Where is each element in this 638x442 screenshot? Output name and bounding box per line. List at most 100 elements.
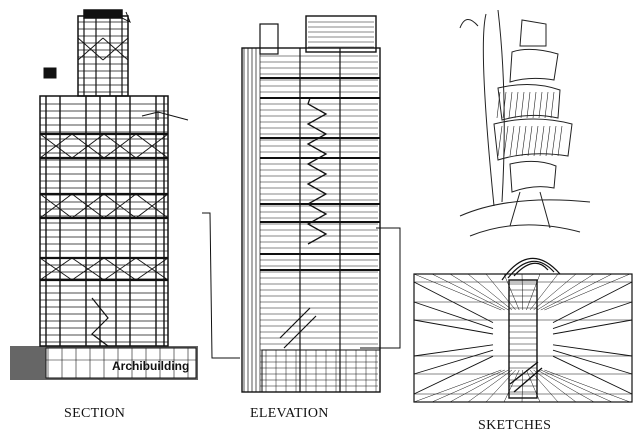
- floor-slab: [413, 355, 494, 395]
- sketch-hatch: [527, 125, 533, 157]
- radial-line: [533, 369, 577, 403]
- sketch-block: [493, 118, 573, 161]
- sketch-hatch: [551, 125, 557, 157]
- floor-slab: [552, 349, 633, 375]
- roof-cap: [83, 9, 123, 19]
- upper-tower-outline: [77, 15, 129, 97]
- sketch-hatch: [539, 125, 545, 157]
- interior-frame: [413, 273, 633, 403]
- truss-diagonal: [39, 257, 73, 281]
- radial-line: [503, 273, 520, 311]
- sketch-hatch: [544, 91, 549, 119]
- elevation-svg: [202, 15, 401, 393]
- radial-line: [449, 273, 509, 311]
- concept-sketch: [450, 6, 600, 244]
- atrium-core: [508, 279, 538, 399]
- truss-diagonal: [102, 37, 129, 61]
- context-outline: [202, 212, 401, 359]
- sketch-hatch: [503, 125, 509, 157]
- elevation-outline: [241, 47, 381, 393]
- sketch-svg: [459, 9, 591, 237]
- watermark-text: Archibuilding: [112, 359, 189, 373]
- radial-line: [540, 273, 613, 311]
- truss-diagonal: [135, 193, 169, 219]
- radial-line: [485, 273, 516, 311]
- floor-slab: [413, 344, 494, 357]
- sketch-leg: [509, 191, 551, 229]
- floor-slab: [552, 301, 633, 330]
- truss-diagonal: [77, 37, 104, 61]
- section-caption: SECTION: [64, 406, 126, 421]
- crane-arm: [141, 111, 189, 121]
- sketch-scribble: [459, 19, 479, 29]
- sketch-hatch: [533, 125, 539, 157]
- truss-diagonal: [39, 193, 73, 219]
- section-svg: Archibuilding: [10, 9, 198, 380]
- floor-slab: [552, 319, 633, 335]
- sketch-hatch: [509, 125, 515, 157]
- stair-tower: [259, 23, 279, 55]
- mast-box: [43, 67, 57, 79]
- floor-slab: [552, 344, 633, 357]
- sketch-hatch: [515, 125, 521, 157]
- radial-line: [526, 273, 541, 311]
- truss-diagonal: [135, 133, 169, 159]
- radial-line: [449, 369, 509, 403]
- sketch-hatch: [545, 125, 551, 157]
- truss-diagonal: [39, 133, 73, 159]
- sketch-block: [509, 160, 557, 193]
- banking-hall-base: [261, 349, 381, 393]
- sketch-hatch: [526, 91, 531, 119]
- sketch-mast: [482, 9, 505, 207]
- truss-diagonal: [71, 193, 105, 219]
- section-drawing: Archibuilding: [8, 8, 200, 386]
- roof-block: [305, 15, 377, 53]
- sketch-hatch: [538, 91, 543, 119]
- sketch-hatch: [514, 91, 519, 119]
- radial-line: [529, 369, 559, 403]
- elevation-caption: ELEVATION: [250, 406, 329, 421]
- sketch-ground: [459, 199, 591, 237]
- basement-box: [45, 347, 197, 379]
- radial-line: [413, 369, 502, 403]
- sunscoop: [501, 257, 561, 281]
- sketch-hatch: [521, 125, 527, 157]
- truss-diagonal: [103, 193, 137, 219]
- floor-slab: [413, 301, 494, 330]
- radial-line: [544, 369, 631, 403]
- sketch-hatch: [520, 91, 525, 119]
- sketch-hatch: [532, 91, 537, 119]
- atrium-zigzag: [306, 97, 328, 245]
- sketch-block: [497, 84, 561, 121]
- sketch-hatch: [557, 125, 563, 157]
- radial-line: [467, 273, 513, 311]
- radial-line: [537, 369, 595, 403]
- truss-diagonal: [103, 257, 137, 281]
- truss-diagonal: [71, 257, 105, 281]
- sketch-hatch: [550, 91, 555, 119]
- sketches-caption: SKETCHES: [478, 418, 552, 433]
- perspective-svg: [413, 257, 633, 403]
- radial-line: [544, 273, 631, 311]
- sketch-hatch: [497, 125, 503, 157]
- sketch-block: [509, 48, 559, 83]
- radial-line: [467, 369, 513, 403]
- sketch-hatch: [508, 91, 513, 119]
- radial-line: [485, 369, 516, 403]
- sketch-block: [519, 19, 547, 47]
- perspective-sketch: [410, 244, 636, 410]
- floor-slab: [552, 355, 633, 395]
- radial-line: [540, 369, 613, 403]
- radial-line: [413, 273, 502, 311]
- truss-diagonal: [135, 257, 169, 281]
- floor-slab: [413, 349, 494, 375]
- sketch-hatch: [496, 91, 501, 119]
- escalator: [509, 361, 543, 393]
- radial-line: [431, 273, 505, 311]
- escalator: [279, 307, 317, 349]
- radial-line: [533, 273, 577, 311]
- truss-diagonal: [71, 133, 105, 159]
- truss-diagonal: [103, 133, 137, 159]
- radial-line: [431, 369, 505, 403]
- radial-line: [529, 273, 559, 311]
